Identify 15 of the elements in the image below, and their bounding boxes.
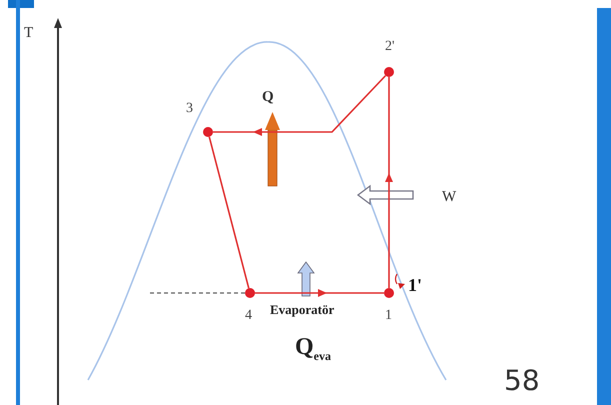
state-point	[384, 288, 394, 298]
page-number: 58	[504, 367, 540, 395]
point-label: 4	[245, 309, 252, 323]
axis-label: T	[24, 26, 34, 41]
state-point	[245, 288, 255, 298]
point-label: 1'	[408, 276, 422, 294]
work-label: W	[442, 190, 456, 205]
heat-label: Q$_{eva}$	[295, 335, 331, 362]
state-point	[384, 67, 394, 77]
heat-label: Q	[262, 90, 274, 105]
point-label: 1	[385, 309, 392, 323]
point-label: 2'	[385, 40, 395, 54]
process-label: Evaporatör	[270, 303, 334, 316]
point-label: 3	[186, 102, 193, 116]
state-point	[203, 127, 213, 137]
